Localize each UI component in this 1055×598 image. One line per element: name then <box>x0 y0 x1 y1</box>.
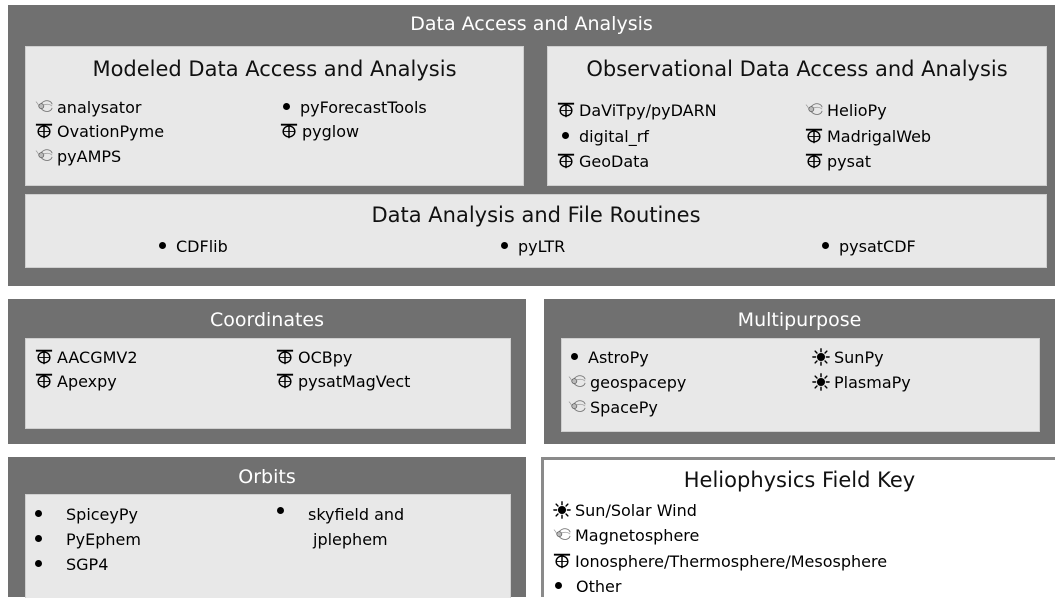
sun-icon <box>812 373 830 391</box>
sun-icon <box>553 501 571 519</box>
list-item: SpacePy <box>568 398 658 418</box>
list-item: pyLTR <box>496 237 565 257</box>
sun-icon <box>812 348 830 366</box>
multipurpose-panel: Multipurpose AstroPy geospacepy SpacePy … <box>544 299 1055 444</box>
magnetosphere-icon <box>568 373 586 391</box>
ionosphere-icon <box>276 348 294 366</box>
bullet-icon <box>501 242 508 249</box>
legend-item: Other <box>550 577 621 597</box>
ionosphere-icon <box>35 348 53 366</box>
list-item: pysatCDF <box>817 237 916 257</box>
observational-data-box: Observational Data Access and Analysis D… <box>547 46 1047 186</box>
panel-title: Multipurpose <box>737 309 862 331</box>
ionosphere-icon <box>805 127 823 145</box>
list-item: HelioPy <box>805 101 887 121</box>
orbits-panel: Orbits SpiceyPy PyEphem SGP4 skyfield an… <box>8 457 526 598</box>
magnetosphere-icon <box>568 398 586 416</box>
ionosphere-icon <box>280 122 298 140</box>
list-item: jplephem <box>313 530 388 549</box>
list-item: PyEphem <box>30 530 141 550</box>
ionosphere-icon <box>35 122 53 140</box>
bullet-icon <box>555 582 562 589</box>
file-routines-box: Data Analysis and File Routines CDFlib p… <box>25 194 1047 268</box>
modeled-data-box: Modeled Data Access and Analysis analysa… <box>25 46 524 186</box>
bullet-icon <box>571 353 578 360</box>
list-item: skyfield and <box>272 505 404 525</box>
list-item: DaViTpy/pyDARN <box>557 101 717 121</box>
list-item: pyglow <box>280 122 359 142</box>
list-item: SunPy <box>812 348 884 368</box>
panel-title: Data Access and Analysis <box>410 13 653 35</box>
panel-title: Orbits <box>238 466 296 488</box>
bullet-icon <box>562 132 569 139</box>
list-item: pysatMagVect <box>276 372 410 392</box>
list-item: pyAMPS <box>35 147 121 167</box>
bullet-icon <box>277 507 284 514</box>
list-item: SpiceyPy <box>30 505 138 525</box>
bullet-icon <box>159 242 166 249</box>
list-item: SGP4 <box>30 555 108 575</box>
list-item: digital_rf <box>557 127 649 147</box>
list-item: AACGMV2 <box>35 348 138 368</box>
list-item: geospacepy <box>568 373 686 393</box>
list-item: analysator <box>35 98 141 118</box>
legend-item: Sun/Solar Wind <box>553 501 697 521</box>
coordinates-box: AACGMV2 Apexpy OCBpy pysatMagVect <box>25 338 511 429</box>
legend-item: Ionosphere/Thermosphere/Mesosphere <box>553 552 887 572</box>
multipurpose-box: AstroPy geospacepy SpacePy SunPy PlasmaP… <box>561 338 1040 432</box>
data-access-panel: Data Access and Analysis Modeled Data Ac… <box>8 5 1055 286</box>
bullet-icon <box>35 560 42 567</box>
list-item: pysat <box>805 152 871 172</box>
magnetosphere-icon <box>553 526 571 544</box>
box-title: Modeled Data Access and Analysis <box>92 57 457 81</box>
list-item: MadrigalWeb <box>805 127 931 147</box>
legend-item: Magnetosphere <box>553 526 699 546</box>
ionosphere-icon <box>35 372 53 390</box>
coordinates-panel: Coordinates AACGMV2 Apexpy OCBpy pysatMa… <box>8 299 526 444</box>
box-title: Data Analysis and File Routines <box>371 203 701 227</box>
list-item: Apexpy <box>35 372 117 392</box>
ionosphere-icon <box>557 101 575 119</box>
bullet-icon <box>35 510 42 517</box>
magnetosphere-icon <box>35 147 53 165</box>
field-key-legend: Heliophysics Field Key Sun/Solar Wind Ma… <box>541 457 1055 597</box>
list-item: CDFlib <box>154 237 228 257</box>
bullet-icon <box>35 535 42 542</box>
ionosphere-icon <box>557 152 575 170</box>
list-item: GeoData <box>557 152 649 172</box>
panel-title: Coordinates <box>209 309 325 331</box>
magnetosphere-icon <box>35 98 53 116</box>
list-item: PlasmaPy <box>812 373 911 393</box>
orbits-box: SpiceyPy PyEphem SGP4 skyfield and jplep… <box>25 494 511 598</box>
list-item: OvationPyme <box>35 122 164 142</box>
ionosphere-icon <box>805 152 823 170</box>
list-item: OCBpy <box>276 348 352 368</box>
bullet-icon <box>283 103 290 110</box>
list-item: pyForecastTools <box>278 98 427 118</box>
ionosphere-icon <box>553 552 571 570</box>
list-item: AstroPy <box>566 348 649 368</box>
bullet-icon <box>822 242 829 249</box>
ionosphere-icon <box>276 372 294 390</box>
box-title: Observational Data Access and Analysis <box>586 57 1008 81</box>
magnetosphere-icon <box>805 101 823 119</box>
key-title: Heliophysics Field Key <box>683 468 916 492</box>
